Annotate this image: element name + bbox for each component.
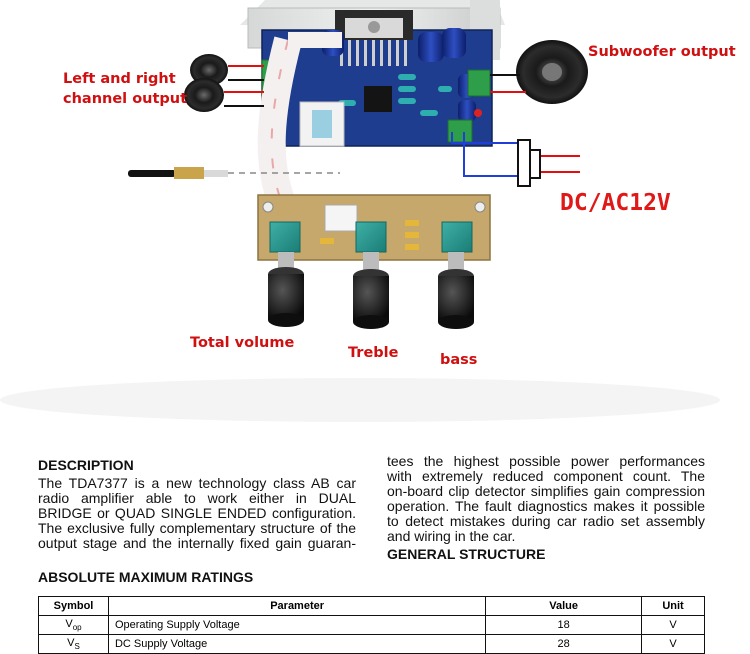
description-continued-paragraph: tees the highest possible power performa… (387, 454, 705, 544)
power-wires (451, 132, 580, 177)
left-right-speakers-icon (184, 54, 228, 112)
photo-shadow (0, 378, 720, 422)
table-header-cell: Unit (641, 596, 705, 616)
description-line: and wiring in the car. (387, 528, 516, 544)
description-line: operation. The fault diagnostics makes i… (387, 498, 705, 514)
description-paragraph: The TDA7377 is a new technology class AB… (38, 476, 356, 551)
table-header-cell: Symbol (38, 596, 109, 616)
power-input-label: DC/AC12V (560, 190, 671, 216)
subwoofer-speaker-icon (516, 40, 588, 104)
product-photo (0, 0, 720, 422)
table-header-row: Symbol Parameter Value Unit (38, 596, 705, 616)
general-structure-heading: GENERAL STRUCTURE (387, 546, 546, 562)
description-line: radio amplifier able to work either in D… (38, 490, 356, 506)
description-heading: DESCRIPTION (38, 457, 134, 473)
description-line: output stage and the internally fixed ga… (38, 535, 356, 551)
total-volume-label: Total volume (190, 335, 295, 351)
table-row: Vop Operating Supply Voltage 18 V (38, 615, 705, 635)
description-line: tees the highest possible power performa… (387, 453, 705, 469)
table-row: VS DC Supply Voltage 28 V (38, 634, 705, 654)
description-line: to detect mistakes during car radio set … (387, 513, 705, 529)
tone-control-board (257, 194, 491, 261)
bass-knob (438, 252, 474, 329)
value-cell: 18 (485, 615, 643, 635)
volume-knob (268, 252, 304, 327)
bass-label: bass (440, 352, 478, 368)
absolute-max-ratings-table: Symbol Parameter Value Unit Vop Operatin… (38, 596, 705, 654)
power-connector-icon (517, 139, 541, 187)
table-header-cell: Parameter (107, 596, 487, 616)
treble-knob (353, 252, 389, 329)
parameter-cell: Operating Supply Voltage (107, 615, 487, 635)
description-line: The exclusive fully complementary struct… (38, 520, 356, 536)
description-line: The TDA7377 is a new technology class AB… (38, 475, 356, 491)
left-right-label-line2: channel output (63, 91, 188, 107)
left-right-output-label: Left and right channel output (63, 69, 187, 109)
left-right-label-line1: Left and right (63, 71, 176, 87)
left-output-wires (224, 65, 264, 107)
value-cell: 28 (485, 634, 643, 654)
unit-cell: V (641, 615, 705, 635)
main-amplifier-board (261, 10, 493, 147)
table-header-cell: Value (485, 596, 643, 616)
subwoofer-wires (490, 74, 526, 93)
subwoofer-output-label: Subwoofer output (588, 44, 736, 60)
absolute-max-ratings-heading: ABSOLUTE MAXIMUM RATINGS (38, 569, 254, 585)
symbol-cell: VS (38, 634, 109, 654)
audio-jack-icon (128, 167, 340, 179)
unit-cell: V (641, 634, 705, 654)
symbol-cell: Vop (38, 615, 109, 635)
description-line: on-board clip detector simplifies gain c… (387, 483, 705, 499)
parameter-cell: DC Supply Voltage (107, 634, 487, 654)
treble-label: Treble (348, 345, 399, 361)
description-line: with extremely reduced component count. … (387, 468, 705, 484)
description-line: BRIDGE or QUAD SINGLE ENDED configuratio… (38, 505, 356, 521)
